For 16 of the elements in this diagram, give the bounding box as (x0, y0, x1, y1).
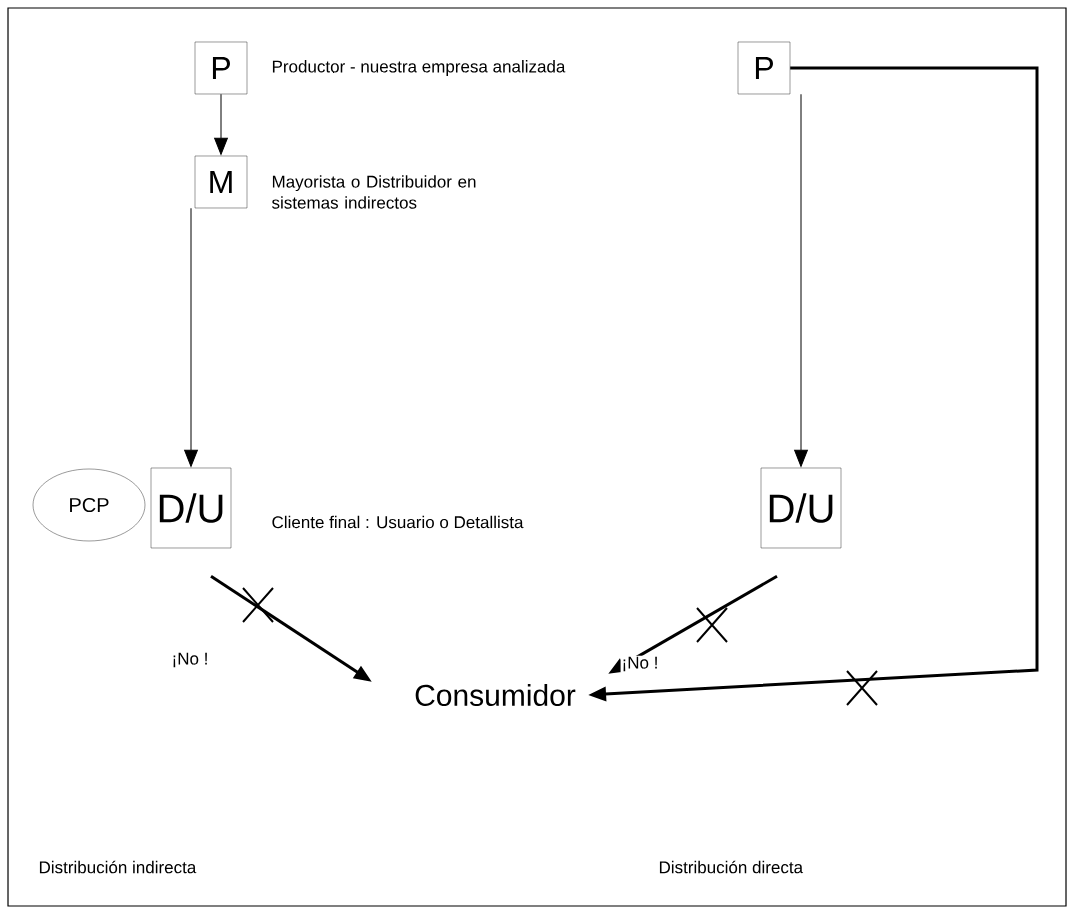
description-text: Mayorista o Distribuidor en sistemas indirectos (272, 175, 476, 209)
arrow (184, 207, 198, 467)
caption-text: Distribución indirecta (39, 860, 197, 874)
description-text: Productor - nuestra empresa analizada (272, 60, 566, 76)
letter-box: P (737, 41, 791, 95)
letter-box: M (194, 155, 248, 209)
arrow (794, 93, 808, 467)
letter-box: P (194, 41, 248, 95)
letter-box: D/U (760, 467, 842, 549)
node-text: Consumidor (415, 684, 576, 706)
caption-text: Distribución directa (659, 860, 804, 874)
edge-label: ¡No ! (170, 651, 210, 669)
letter-box: D/U (150, 467, 232, 549)
arrow (214, 93, 228, 155)
description-text: Cliente final : Usuario o Detallista (272, 515, 524, 529)
edge-label: ¡No ! (620, 655, 660, 673)
